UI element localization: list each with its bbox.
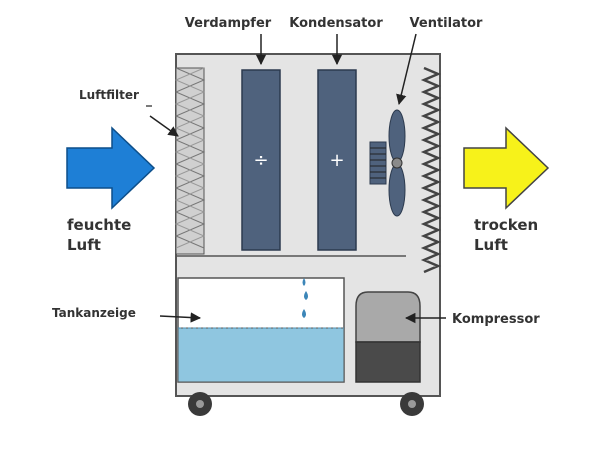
condenser-symbol: + xyxy=(329,150,344,171)
air-filter xyxy=(174,67,206,255)
dry-air-label-line1: trocken xyxy=(474,216,538,234)
air-filter-pointer xyxy=(149,115,179,137)
condenser-label: Kondensator xyxy=(289,16,383,31)
fan xyxy=(369,109,406,217)
humid-air-label-line2: Luft xyxy=(67,236,101,254)
evaporator-symbol: ÷ xyxy=(253,150,268,171)
fan-pointer xyxy=(396,33,417,106)
tank-indicator-label: Tankanzeige xyxy=(52,306,136,320)
evaporator-coil xyxy=(241,69,281,251)
air-grille xyxy=(420,66,442,274)
water-tank xyxy=(177,277,345,383)
fan-label: Ventilator xyxy=(410,16,483,31)
humid-air-label-line1: feuchte xyxy=(67,216,131,234)
compressor xyxy=(355,291,421,383)
dry-air-label-line2: Luft xyxy=(474,236,508,254)
compressor-label: Kompressor xyxy=(452,312,540,327)
tank-indicator-pointer xyxy=(159,312,202,323)
air-filter-label: Luftfilter xyxy=(79,88,139,102)
water-drop-icon xyxy=(302,278,308,318)
condenser-coil xyxy=(317,69,357,251)
humid-air-inlet-arrow xyxy=(66,126,156,210)
evaporator-label: Verdampfer xyxy=(185,16,272,31)
water-level xyxy=(177,327,345,383)
dry-air-outlet-arrow xyxy=(463,126,550,210)
